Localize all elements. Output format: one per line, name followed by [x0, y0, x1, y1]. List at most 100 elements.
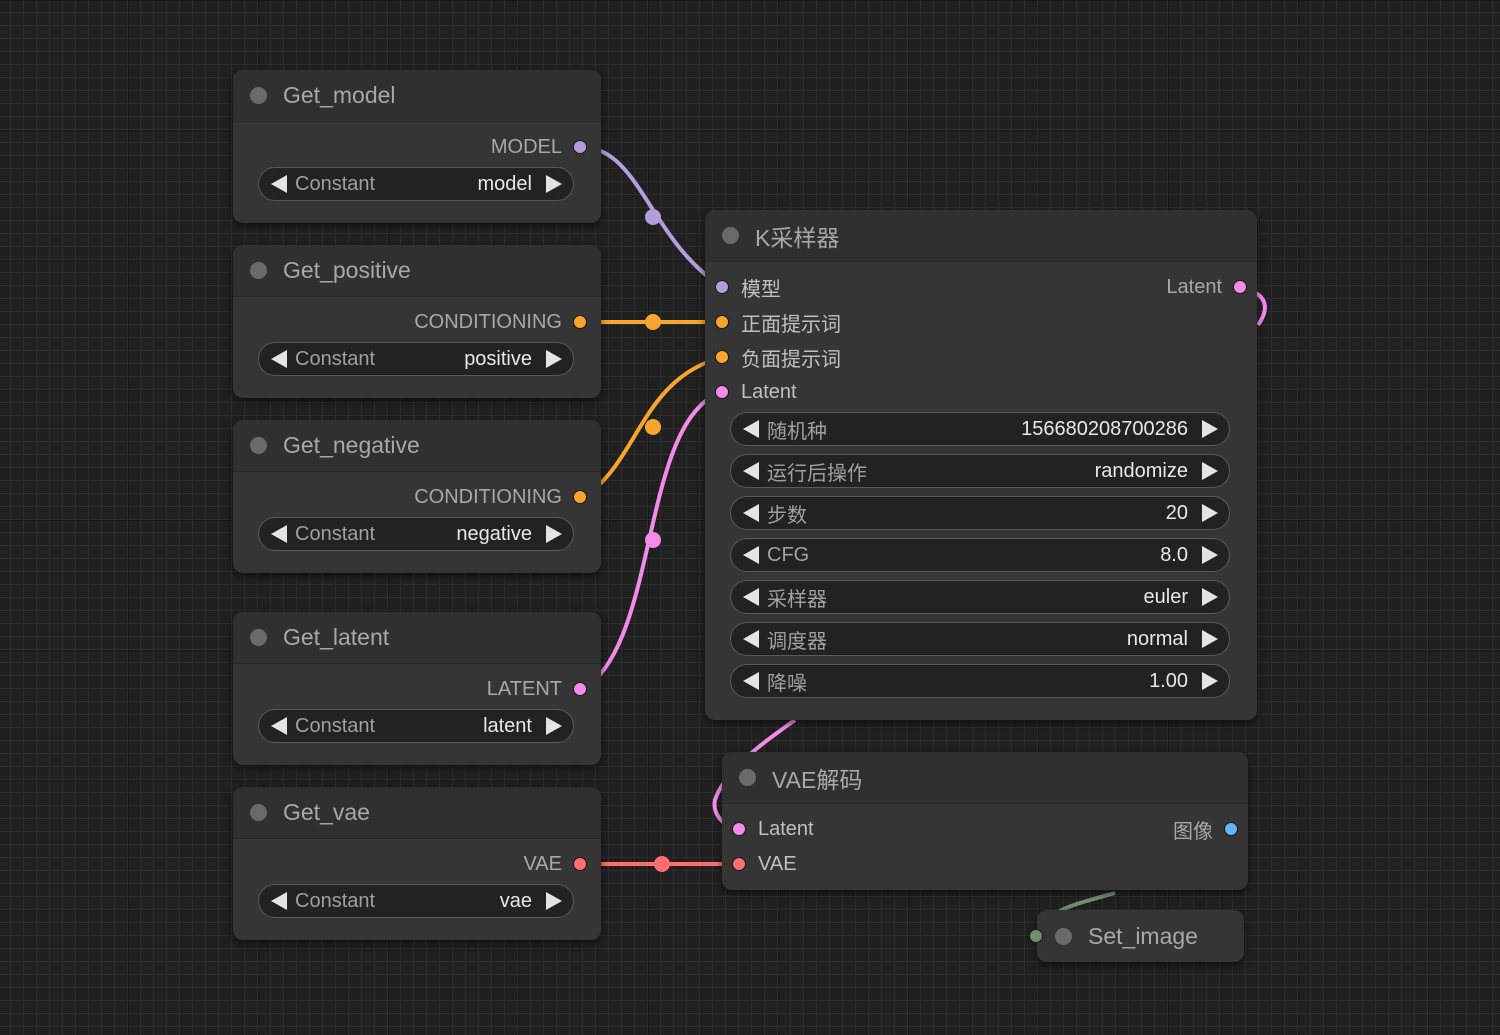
- increment-arrow-icon[interactable]: [546, 892, 562, 910]
- get-positive-node[interactable]: Get_positive CONDITIONING Constant posit…: [233, 245, 601, 398]
- cfg-widget[interactable]: CFG 8.0: [730, 538, 1230, 572]
- collapse-dot-icon[interactable]: [250, 804, 267, 821]
- node-title: Get_model: [283, 82, 396, 108]
- node-title-bar[interactable]: K采样器: [705, 210, 1257, 262]
- vae-decode-node[interactable]: VAE解码 Latent VAE 图像: [722, 752, 1248, 890]
- decrement-arrow-icon[interactable]: [743, 588, 759, 606]
- output-port-icon[interactable]: [1224, 822, 1238, 836]
- increment-arrow-icon[interactable]: [1202, 504, 1218, 522]
- decrement-arrow-icon[interactable]: [743, 672, 759, 690]
- output-label: Latent: [1166, 275, 1222, 298]
- input-slot-negative[interactable]: 负面提示词: [715, 342, 841, 372]
- denoise-widget[interactable]: 降噪 1.00: [730, 664, 1230, 698]
- decrement-arrow-icon[interactable]: [271, 525, 287, 543]
- set-image-node[interactable]: Set_image: [1029, 910, 1244, 962]
- node-title-bar[interactable]: Get_model: [233, 70, 601, 122]
- output-port-icon[interactable]: [573, 140, 587, 154]
- get-model-node[interactable]: Get_model MODEL Constant model: [233, 70, 601, 223]
- increment-arrow-icon[interactable]: [546, 717, 562, 735]
- output-slot-latent[interactable]: Latent: [1166, 272, 1247, 302]
- output-port-icon[interactable]: [573, 682, 587, 696]
- constant-combo-widget[interactable]: Constant latent: [258, 709, 574, 743]
- output-port-icon[interactable]: [573, 857, 587, 871]
- output-label: LATENT: [486, 677, 562, 700]
- get-vae-node[interactable]: Get_vae VAE Constant vae: [233, 787, 601, 940]
- collapse-dot-icon[interactable]: [250, 437, 267, 454]
- decrement-arrow-icon[interactable]: [271, 892, 287, 910]
- input-slot-latent[interactable]: Latent: [715, 377, 797, 407]
- link-vae-midpoint: [654, 856, 670, 872]
- collapse-dot-icon[interactable]: [722, 227, 739, 244]
- output-slot-conditioning[interactable]: CONDITIONING: [414, 482, 587, 512]
- constant-combo-widget[interactable]: Constant positive: [258, 342, 574, 376]
- node-title-bar[interactable]: VAE解码: [722, 752, 1248, 804]
- node-title-bar[interactable]: Get_vae: [233, 787, 601, 839]
- collapse-dot-icon[interactable]: [250, 629, 267, 646]
- increment-arrow-icon[interactable]: [1202, 462, 1218, 480]
- output-port-icon[interactable]: [573, 490, 587, 504]
- increment-arrow-icon[interactable]: [546, 350, 562, 368]
- increment-arrow-icon[interactable]: [1202, 546, 1218, 564]
- decrement-arrow-icon[interactable]: [743, 504, 759, 522]
- node-title-bar[interactable]: Get_negative: [233, 420, 601, 472]
- node-title: K采样器: [755, 224, 840, 251]
- output-slot-model[interactable]: MODEL: [491, 132, 587, 162]
- ksampler-node[interactable]: K采样器 模型 正面提示词 负面提示词 Latent Latent 随机种 15…: [705, 210, 1257, 720]
- decrement-arrow-icon[interactable]: [271, 350, 287, 368]
- decrement-arrow-icon[interactable]: [743, 630, 759, 648]
- link-negative-midpoint: [645, 419, 661, 435]
- get-latent-node[interactable]: Get_latent LATENT Constant latent: [233, 612, 601, 765]
- increment-arrow-icon[interactable]: [1202, 672, 1218, 690]
- seed-widget[interactable]: 随机种 156680208700286: [730, 412, 1230, 446]
- constant-combo-widget[interactable]: Constant model: [258, 167, 574, 201]
- input-port-icon[interactable]: [1029, 929, 1043, 943]
- input-port-icon[interactable]: [715, 315, 729, 329]
- input-port-icon[interactable]: [715, 350, 729, 364]
- input-slot-latent[interactable]: Latent: [732, 814, 814, 844]
- control-after-generate-widget[interactable]: 运行后操作 randomize: [730, 454, 1230, 488]
- node-title: VAE解码: [772, 766, 863, 793]
- increment-arrow-icon[interactable]: [1202, 588, 1218, 606]
- scheduler-widget[interactable]: 调度器 normal: [730, 622, 1230, 656]
- output-slot-vae[interactable]: VAE: [523, 849, 587, 879]
- node-title: Set_image: [1088, 922, 1198, 949]
- constant-combo-widget[interactable]: Constant negative: [258, 517, 574, 551]
- node-title-bar[interactable]: Get_latent: [233, 612, 601, 664]
- collapse-dot-icon[interactable]: [739, 769, 756, 786]
- link-negative: [582, 355, 723, 499]
- increment-arrow-icon[interactable]: [1202, 630, 1218, 648]
- decrement-arrow-icon[interactable]: [743, 546, 759, 564]
- constant-combo-widget[interactable]: Constant vae: [258, 884, 574, 918]
- output-port-icon[interactable]: [1233, 280, 1247, 294]
- increment-arrow-icon[interactable]: [546, 175, 562, 193]
- widget-label: CFG: [767, 543, 810, 566]
- output-port-icon[interactable]: [573, 315, 587, 329]
- sampler-widget[interactable]: 采样器 euler: [730, 580, 1230, 614]
- collapse-dot-icon[interactable]: [1055, 927, 1072, 945]
- widget-value: euler: [1143, 585, 1188, 608]
- node-title-bar[interactable]: Get_positive: [233, 245, 601, 297]
- input-port-icon[interactable]: [715, 280, 729, 294]
- output-slot-image[interactable]: 图像: [1173, 814, 1238, 844]
- steps-widget[interactable]: 步数 20: [730, 496, 1230, 530]
- input-slot-model[interactable]: 模型: [715, 272, 781, 302]
- output-slot-latent[interactable]: LATENT: [487, 674, 587, 704]
- input-port-icon[interactable]: [732, 822, 746, 836]
- increment-arrow-icon[interactable]: [546, 525, 562, 543]
- collapse-dot-icon[interactable]: [250, 87, 267, 104]
- input-port-icon[interactable]: [715, 385, 729, 399]
- get-negative-node[interactable]: Get_negative CONDITIONING Constant negat…: [233, 420, 601, 573]
- input-label: 模型: [741, 278, 781, 301]
- link-positive-midpoint: [645, 314, 661, 330]
- decrement-arrow-icon[interactable]: [743, 420, 759, 438]
- input-port-icon[interactable]: [732, 857, 746, 871]
- output-slot-conditioning[interactable]: CONDITIONING: [414, 307, 587, 337]
- increment-arrow-icon[interactable]: [1202, 420, 1218, 438]
- node-title: Get_latent: [283, 624, 390, 650]
- input-slot-vae[interactable]: VAE: [732, 849, 797, 879]
- decrement-arrow-icon[interactable]: [271, 717, 287, 735]
- input-slot-positive[interactable]: 正面提示词: [715, 307, 841, 337]
- collapse-dot-icon[interactable]: [250, 262, 267, 279]
- decrement-arrow-icon[interactable]: [743, 462, 759, 480]
- decrement-arrow-icon[interactable]: [271, 175, 287, 193]
